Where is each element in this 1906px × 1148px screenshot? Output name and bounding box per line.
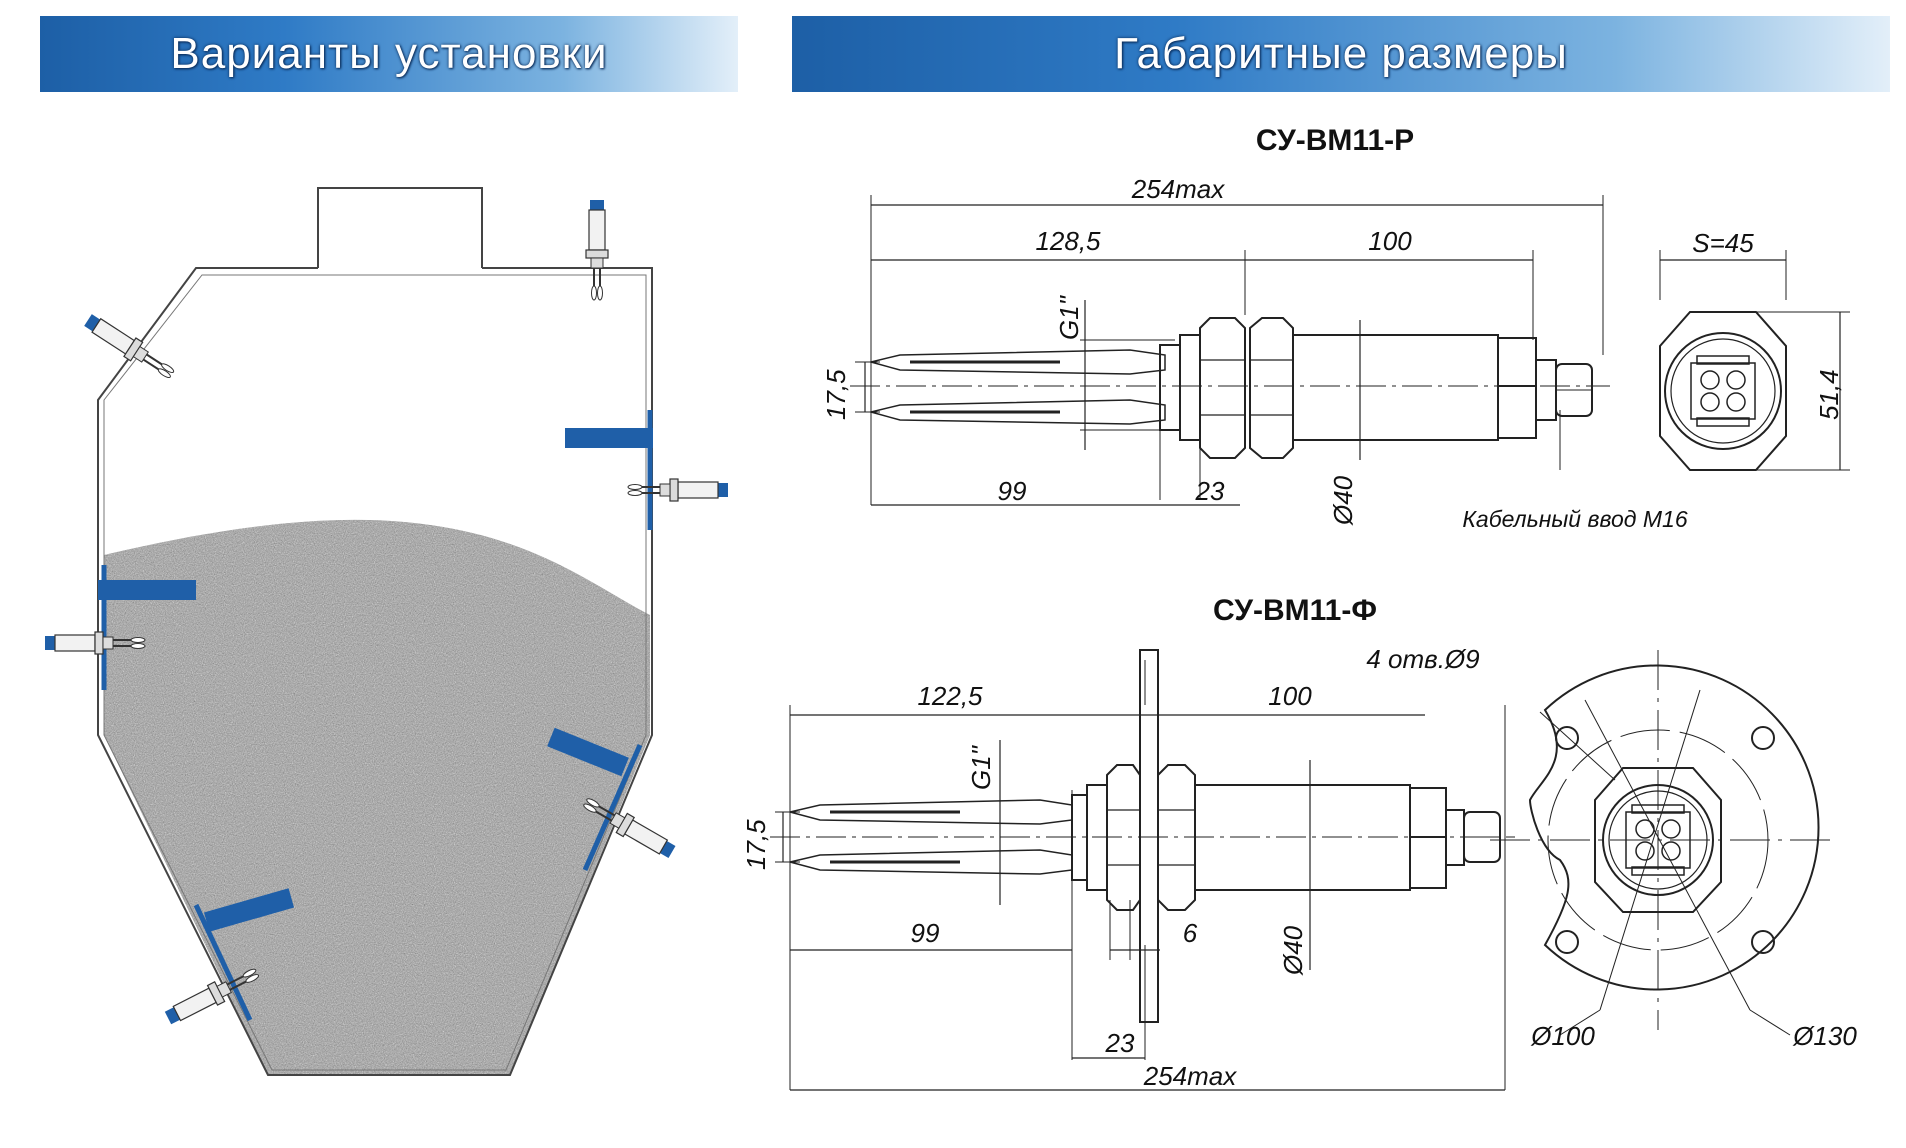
mount-bracket [203,888,295,932]
dim-a2-label: 122,5 [917,681,983,711]
dim-a-label: 128,5 [1035,226,1101,256]
body-nut [1157,764,1196,911]
sensor-top-vertical [585,199,609,301]
dim-b2-label: 100 [1268,681,1312,711]
flange-end-view [1528,664,1820,991]
drawing-su-vm11-f [770,649,1830,1091]
dim-thread-label: G1" [1054,294,1084,340]
dim-flange2-label: 6 [1183,918,1198,948]
mount-bracket [547,727,629,777]
mount-bracket [98,580,196,600]
cable-entry-label: Кабельный ввод М16 [1462,506,1687,532]
dim-flange-dia-label: Ø130 [1792,1021,1857,1051]
seal-ring [1179,334,1201,441]
mount-bracket [565,428,653,448]
fork-tine-upper [868,349,1166,375]
end-cap [1497,337,1537,439]
flange-plate [1139,649,1159,1023]
fork-tine-lower [868,399,1166,425]
dim-b-label: 100 [1368,226,1412,256]
dim-gap-label: 17,5 [821,369,851,420]
dim-total2-label: 254max [1143,1061,1237,1091]
sensor-right-wall [627,478,729,502]
dim-hex-label: S=45 [1692,228,1754,258]
lock-nut [1199,317,1246,459]
dim-total-label: 254max [1131,174,1225,204]
dim-pcd-label: Ø100 [1530,1021,1595,1051]
model-title-f: СУ-ВМ11-Ф [1213,594,1377,627]
installation-options-banner: Варианты установки [40,16,738,92]
dimensions-banner: Габаритные размеры [792,16,1890,92]
dim-gap2-label: 17,5 [741,819,771,870]
dim-thread2-label: G1" [966,744,996,790]
dim-fork2-label: 99 [911,918,940,948]
sensor-body [1292,334,1499,441]
end-view-hex [1659,311,1787,471]
dim-holes-label: 4 отв.Ø9 [1366,644,1479,674]
labels-su-vm11-f: СУ-ВМ11-Ф 122,5 100 4 отв.Ø9 G1" 17,5 99… [741,594,1857,1091]
model-title-r: СУ-ВМ11-Р [1256,124,1414,157]
thread-section [1159,344,1181,431]
flange-hex [1594,767,1722,913]
dim-fork-label: 99 [998,476,1027,506]
sensor-slanted-roof [81,309,179,385]
mounting-holes [1555,726,1775,954]
bin-illustration [44,187,729,1076]
cable-gland-nut [1535,359,1557,421]
dim-height-label: 51,4 [1814,369,1844,420]
body-nut [1249,317,1294,459]
dim-dia-label: Ø40 [1328,475,1358,526]
dim-nut-label: 23 [1195,476,1225,506]
dim-nut2-label: 23 [1105,1028,1135,1058]
labels-su-vm11-r: СУ-ВМ11-Р 254max 128,5 100 S=45 G1" 17,5… [821,124,1844,532]
dim-dia2-label: Ø40 [1278,925,1308,976]
drawing-su-vm11-r [850,195,1850,506]
